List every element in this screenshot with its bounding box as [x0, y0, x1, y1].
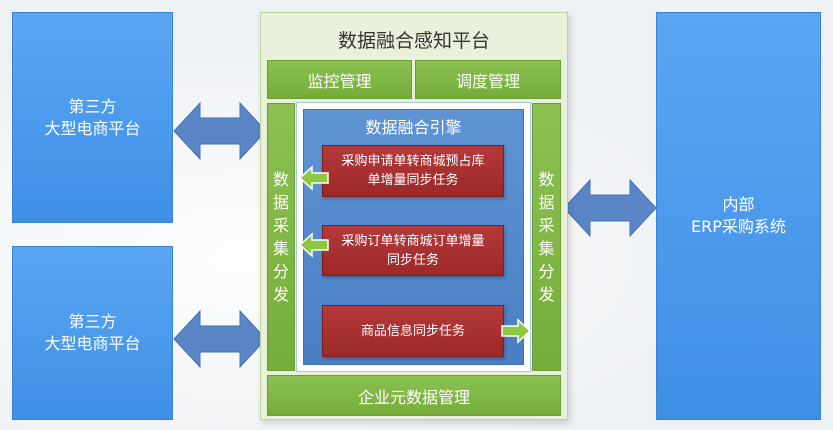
left-collect-char: 分 — [272, 262, 289, 281]
schedule-management-label: 调度管理 — [455, 71, 520, 91]
double-arrow-bottom — [173, 309, 267, 369]
external-system-top-line1: 第三方 — [68, 96, 117, 116]
platform-title: 数据融合感知平台 — [337, 30, 490, 52]
internal-erp-system: 内部 ERP采购系统 — [656, 12, 821, 420]
external-system-bottom-line2: 大型电商平台 — [44, 334, 141, 353]
metadata-management-label: 企业元数据管理 — [357, 387, 470, 407]
left-collect-char: 发 — [272, 285, 289, 304]
external-system-top: 第三方 大型电商平台 — [12, 12, 173, 223]
right-collect-char: 采 — [538, 216, 555, 235]
monitor-management: 监控管理 — [267, 60, 412, 99]
data-collect-distribute-left: 数 据 采 集 分 发 — [267, 103, 295, 371]
left-collect-char: 采 — [272, 216, 289, 235]
data-collect-distribute-right: 数 据 采 集 分 发 — [532, 103, 561, 371]
engine-title: 数据融合引擎 — [365, 118, 462, 137]
task-purchase-order-sync: 采购订单转商城订单增量 同步任务 — [322, 225, 504, 276]
task-purchase-request-sync: 采购申请单转商城预占库 单增量同步任务 — [322, 145, 504, 197]
right-collect-char: 据 — [538, 193, 555, 212]
right-collect-char: 分 — [538, 262, 555, 281]
right-collect-char: 数 — [538, 170, 555, 189]
enterprise-metadata-management: 企业元数据管理 — [267, 375, 561, 416]
task-1-line1: 采购申请单转商城预占库 — [341, 154, 485, 169]
right-collect-char: 集 — [538, 239, 555, 258]
double-arrow-right — [563, 178, 657, 238]
internal-erp-line1: 内部 — [722, 195, 755, 214]
external-system-bottom: 第三方 大型电商平台 — [12, 246, 173, 420]
task-product-info-sync: 商品信息同步任务 — [322, 305, 504, 357]
task-1-line2: 单增量同步任务 — [367, 173, 459, 188]
left-collect-char: 数 — [272, 170, 289, 189]
green-arrow-left-2 — [298, 232, 329, 258]
right-collect-char: 发 — [538, 285, 555, 304]
green-arrow-left-1 — [298, 165, 329, 191]
internal-erp-line2: ERP采购系统 — [691, 217, 786, 236]
task-2-line1: 采购订单转商城订单增量 — [341, 233, 485, 249]
left-collect-char: 据 — [272, 193, 289, 212]
monitor-management-label: 监控管理 — [307, 71, 372, 91]
left-collect-char: 集 — [272, 239, 289, 258]
external-system-bottom-line1: 第三方 — [68, 312, 117, 331]
schedule-management: 调度管理 — [415, 60, 561, 99]
green-arrow-right-3 — [501, 318, 532, 344]
external-system-top-line2: 大型电商平台 — [44, 118, 141, 138]
task-2-line2: 同步任务 — [386, 252, 439, 268]
task-3-line1: 商品信息同步任务 — [360, 323, 465, 339]
double-arrow-top — [173, 101, 267, 161]
